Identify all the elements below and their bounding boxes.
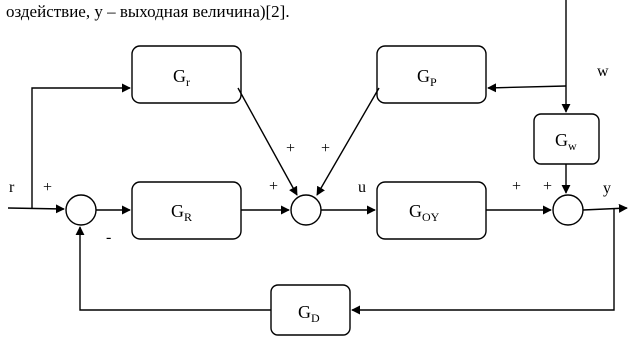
signal-r-label: r [9, 179, 15, 196]
feedback-line [351, 209, 615, 315]
signal-u-label: u [358, 179, 366, 196]
w-to-gp-line [487, 83, 567, 93]
signal-y-line [582, 203, 628, 213]
sign-sum3-left: + [512, 178, 521, 195]
sign-sum3-top: + [543, 178, 552, 195]
label-gp: GP [417, 66, 437, 89]
gd-to-sum1-line [75, 226, 271, 311]
label-goy: GOY [409, 201, 440, 224]
block-gr [131, 45, 242, 104]
gp-diag-line [316, 87, 380, 196]
caption-text: оздействие, y – выходная величина)[2]. [6, 2, 290, 21]
summing-junction-3 [552, 194, 584, 226]
label-gr-controller: GR [171, 201, 192, 224]
signal-w-label: w [597, 63, 609, 80]
block-gp [376, 45, 487, 104]
sign-sum2-top-right: + [321, 140, 330, 157]
sign-sum1-plus: + [43, 179, 52, 196]
summing-junction-1 [65, 194, 97, 226]
sign-sum2-left: + [269, 178, 278, 195]
signal-r-line [7, 204, 65, 214]
sign-sum1-minus: - [106, 229, 111, 246]
gr-diag-line [237, 87, 298, 196]
label-gd: GD [298, 302, 320, 325]
summing-junction-2 [290, 194, 322, 226]
label-gr: Gr [173, 66, 190, 89]
feedforward-line [31, 83, 131, 208]
sign-sum2-top-left: + [286, 140, 295, 157]
signal-y-label: y [603, 180, 611, 197]
label-gw: Gw [555, 130, 577, 153]
